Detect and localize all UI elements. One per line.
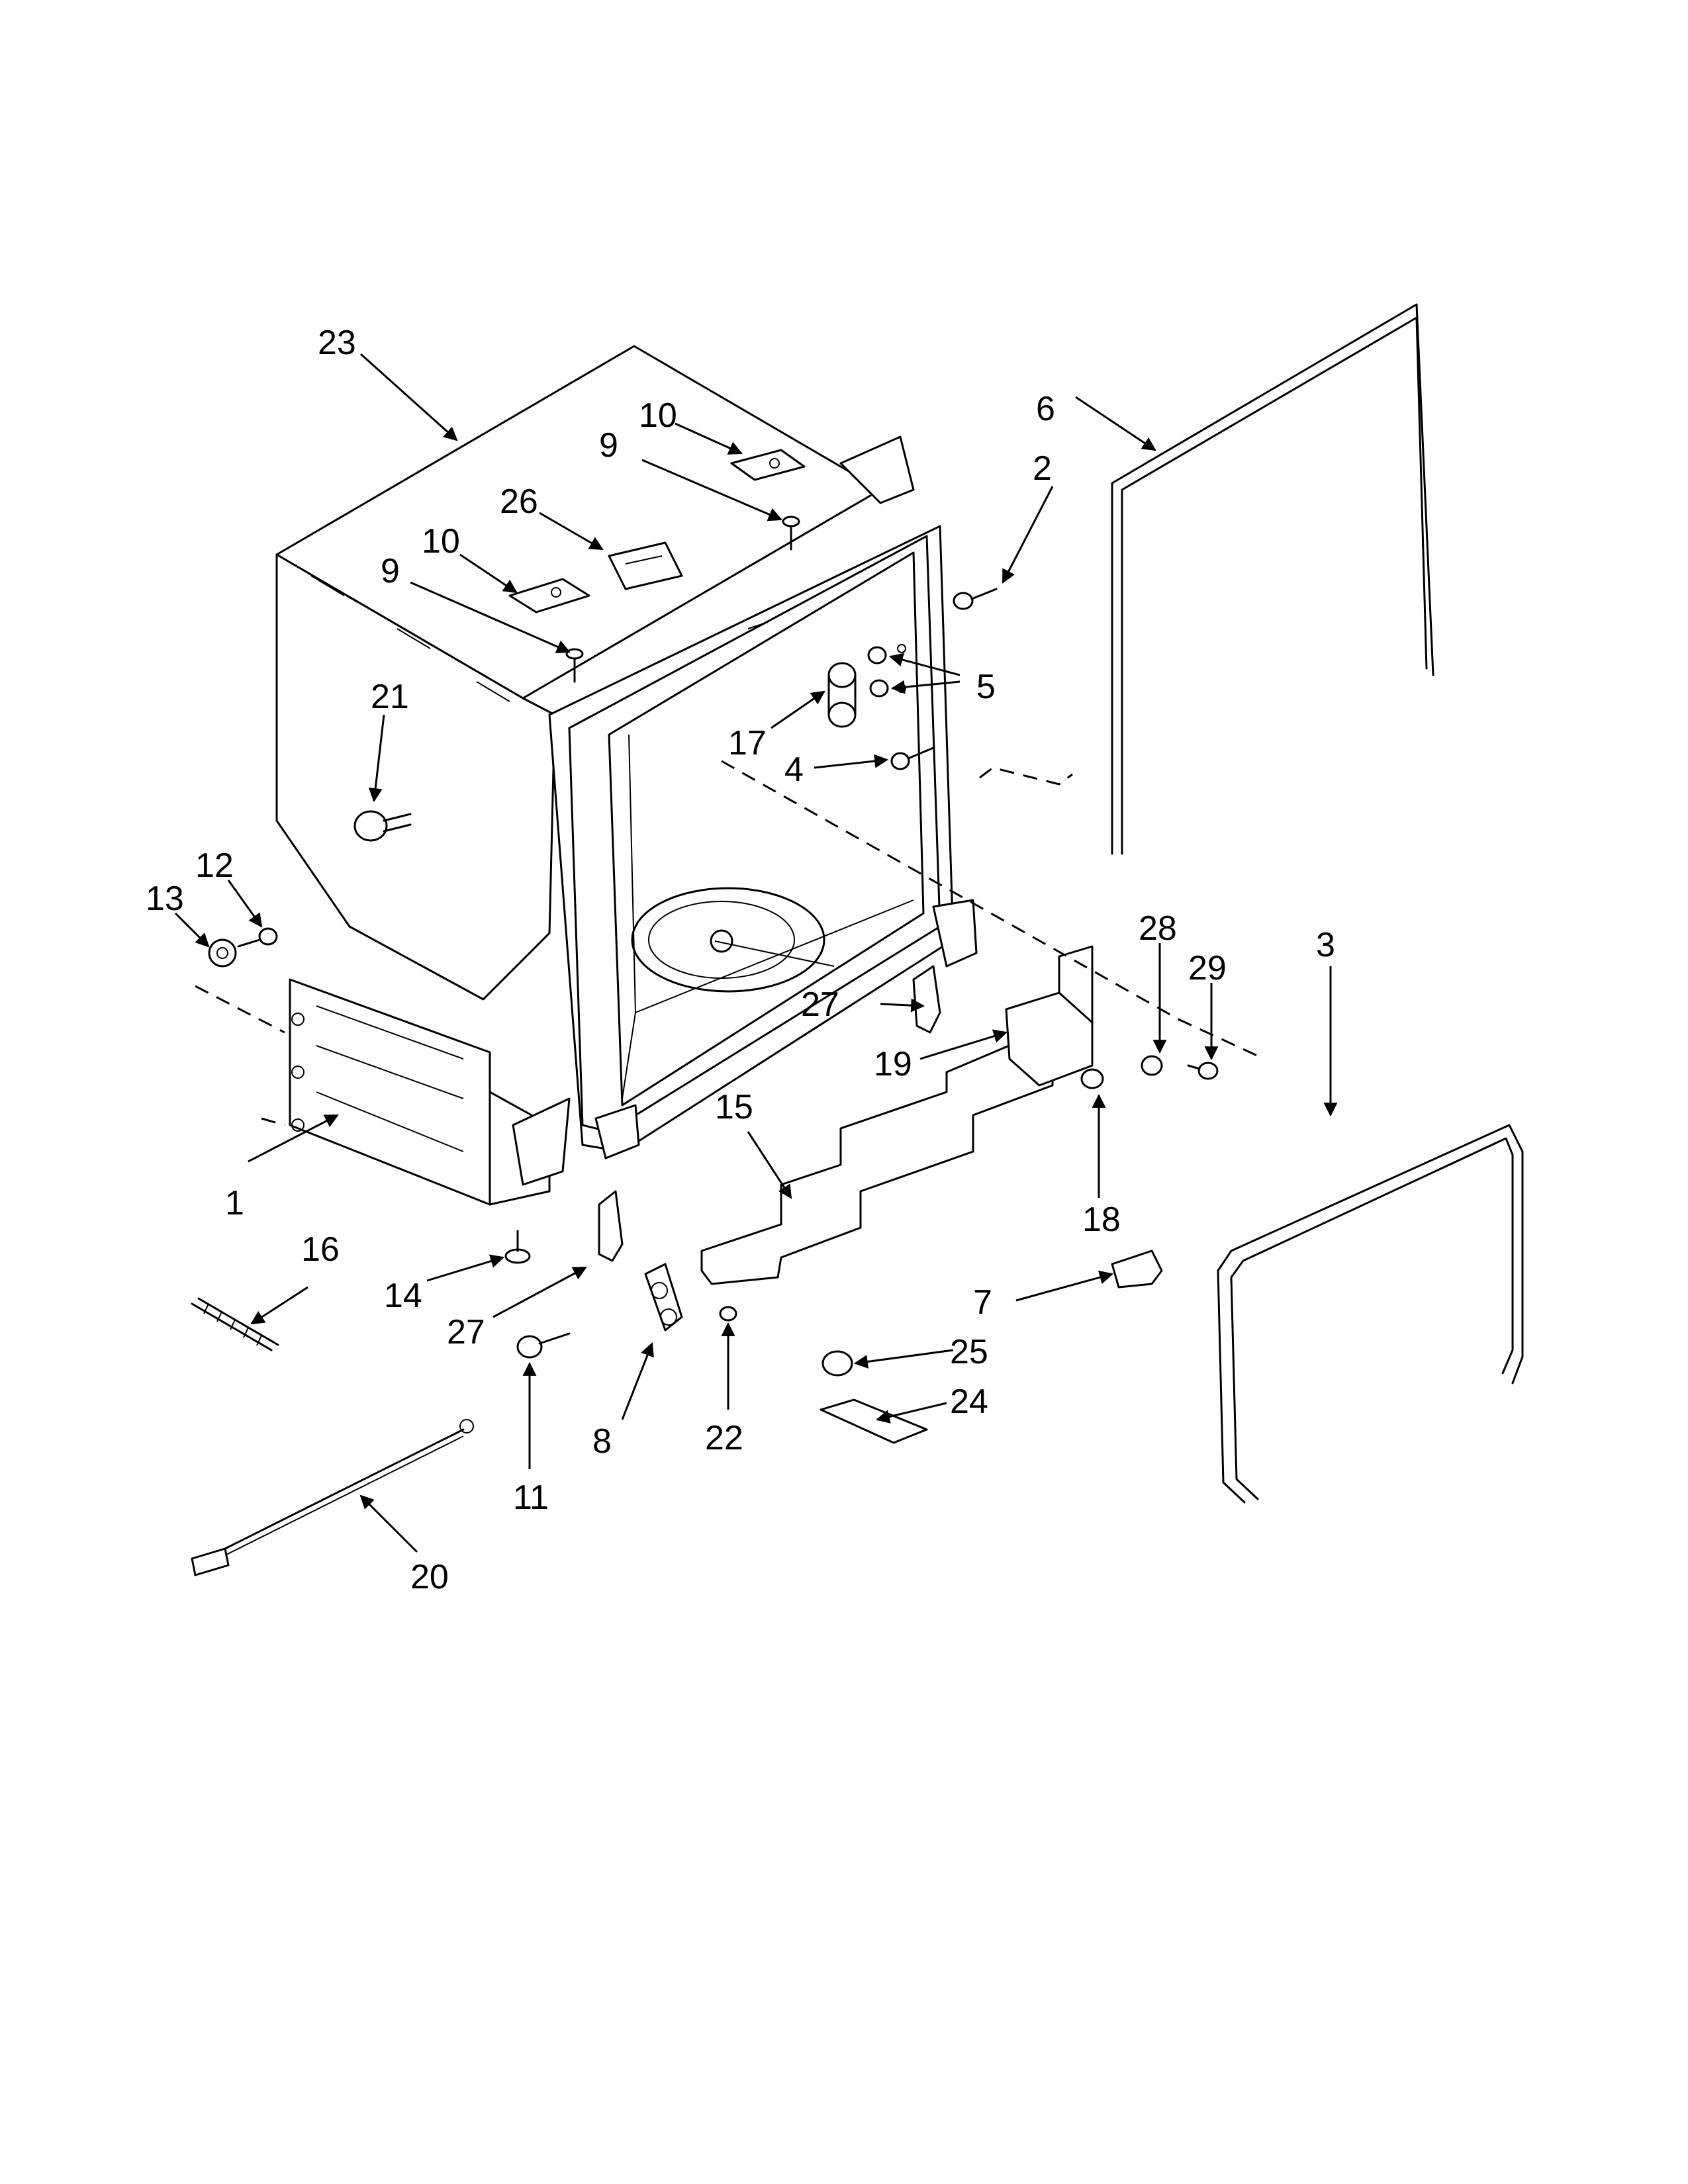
callout-21: 21	[371, 678, 409, 716]
part-28-nut	[1141, 1055, 1163, 1076]
part-27-bracket-lower	[598, 1190, 624, 1262]
callout-27-upper: 27	[801, 985, 839, 1024]
callout-16: 16	[301, 1230, 340, 1269]
callout-13: 13	[146, 880, 184, 918]
callout-17: 17	[728, 724, 767, 762]
callout-10-lower: 10	[422, 522, 460, 561]
part-15-shield	[700, 1034, 1054, 1285]
callout-7: 7	[973, 1283, 992, 1322]
callout-15: 15	[715, 1088, 753, 1126]
leader-arrows	[174, 353, 1338, 1553]
part-17-roller	[827, 662, 857, 728]
callout-22: 22	[705, 1419, 743, 1457]
tub-assembly	[275, 345, 978, 1206]
callout-3: 3	[1316, 926, 1335, 964]
part-7-clamp	[1111, 1250, 1163, 1289]
callout-27-lower: 27	[447, 1313, 485, 1351]
part-9-screw-upper	[782, 516, 800, 551]
part-8-roller	[644, 1263, 683, 1332]
callout-6: 6	[1036, 390, 1055, 428]
callout-4: 4	[784, 751, 804, 789]
callout-25: 25	[950, 1333, 988, 1371]
part-6-door-seal	[1111, 303, 1434, 855]
part-22-pin	[719, 1306, 737, 1322]
callout-23: 23	[318, 324, 356, 362]
part-18-screw	[1080, 1068, 1104, 1089]
callout-20: 20	[410, 1558, 449, 1596]
part-24-bracket	[820, 1398, 928, 1444]
callout-1: 1	[225, 1184, 244, 1222]
alignment-lines	[195, 760, 1265, 1126]
part-13-nut	[208, 938, 237, 968]
callout-8: 8	[592, 1422, 612, 1461]
callout-18: 18	[1082, 1201, 1121, 1239]
part-25-sensor	[821, 1350, 853, 1377]
part-9-screw-lower	[565, 648, 584, 683]
part-27-bracket-upper	[912, 965, 941, 1034]
callout-11: 11	[513, 1479, 549, 1517]
part-12-screw	[237, 927, 278, 948]
callout-12: 12	[195, 846, 234, 885]
part-10-hinge-clip-upper	[730, 449, 806, 481]
callout-5: 5	[976, 668, 996, 706]
part-10-hinge-clip-lower	[508, 578, 590, 614]
part-4-clip	[890, 747, 935, 770]
part-11-screw	[516, 1332, 571, 1359]
part-20-wire	[191, 1419, 474, 1576]
part-14-foot	[504, 1230, 531, 1264]
callout-26: 26	[500, 482, 538, 521]
callout-19: 19	[874, 1045, 912, 1083]
callout-24: 24	[950, 1383, 988, 1421]
callout-labels: 23 10 9 26 10 9 21 6 2 17 5 4 3 12 13 1 …	[146, 324, 1335, 1596]
part-2-screw	[953, 588, 998, 610]
part-3-tub-gasket	[1217, 1124, 1524, 1504]
callout-29: 29	[1188, 949, 1227, 987]
part-19-cover	[1005, 945, 1094, 1087]
part-26-bracket	[608, 541, 683, 590]
callout-9-upper: 9	[599, 426, 618, 465]
part-21-plug	[353, 810, 412, 842]
callout-9-lower: 9	[381, 552, 400, 590]
part-29-screw	[1187, 1062, 1219, 1080]
callout-2: 2	[1033, 449, 1052, 488]
callout-28: 28	[1139, 909, 1177, 948]
callout-14: 14	[384, 1277, 422, 1315]
part-16-spring	[191, 1297, 279, 1351]
callout-10-upper: 10	[639, 396, 677, 435]
